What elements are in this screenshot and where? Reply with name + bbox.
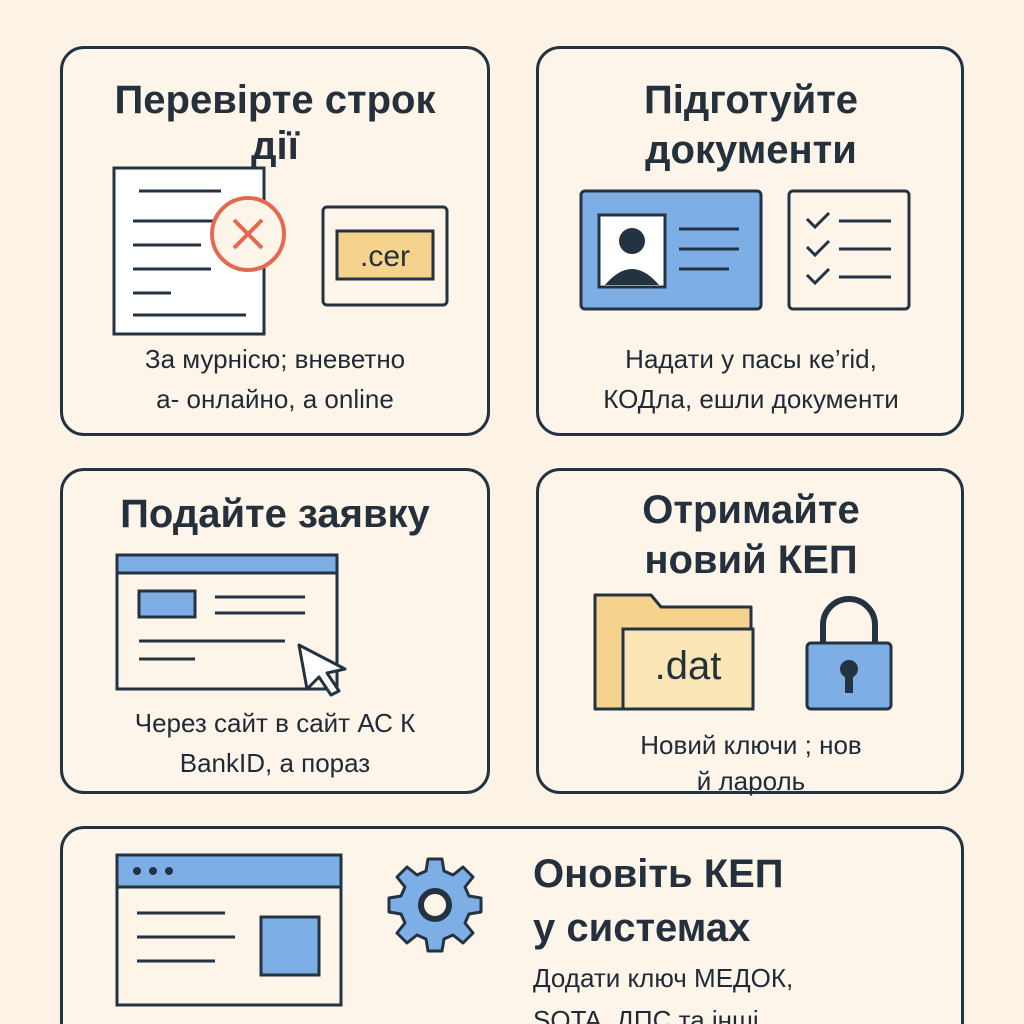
- web-form-icon: [115, 553, 339, 691]
- card-title: Отримайте новий КЕП: [642, 488, 860, 582]
- card-description: Додати ключ МЕДОК, SOTA, ДПС та інші: [533, 963, 794, 1024]
- card-title: Підготуйте документи: [643, 78, 859, 172]
- card-title: Оновіть КЕП у системах: [533, 852, 784, 950]
- card-description: За мурнісю; вневетно а- онлайно, а onlin…: [144, 344, 406, 414]
- folder-icon: [593, 593, 755, 711]
- id-card-icon: [579, 189, 763, 311]
- dat-file-label: .dat: [654, 644, 722, 688]
- card-title: Подайте заявку: [120, 492, 430, 536]
- checklist-icon: [787, 189, 911, 311]
- gear-icon: [387, 857, 483, 953]
- card-description: Через сайт в сайт АС К BankID, а пораз: [134, 708, 416, 778]
- step-card-submit-application: Подайте заявку Через сайт в сайт АС К Ba…: [60, 468, 490, 794]
- step-card-prepare-documents: Підготуйте документи Надати у пасы ке’ri…: [536, 46, 964, 436]
- step-card-update-kep-in-systems: Оновіть КЕП у системах Додати ключ МЕДОК…: [60, 826, 964, 1024]
- error-x-icon: [210, 196, 286, 272]
- card-title: Перевірте строк дії: [114, 78, 436, 168]
- lock-icon: [805, 596, 893, 711]
- cursor-icon: [297, 643, 347, 697]
- step-card-check-validity: Перевірте строк дії .cer За мурнісю; вне…: [60, 46, 490, 436]
- browser-window-icon: [115, 853, 343, 1007]
- card-description: Новий ключи ; нов й лароль: [640, 730, 862, 796]
- step-card-receive-new-kep: Отримайте новий КЕП .dat Новий ключи ; н…: [536, 468, 964, 796]
- card-description: Надати у пасы ке’rid, КОДла, ешли докуме…: [603, 344, 899, 414]
- cer-file-icon: [321, 205, 449, 307]
- cer-file-label: .cer: [359, 240, 410, 273]
